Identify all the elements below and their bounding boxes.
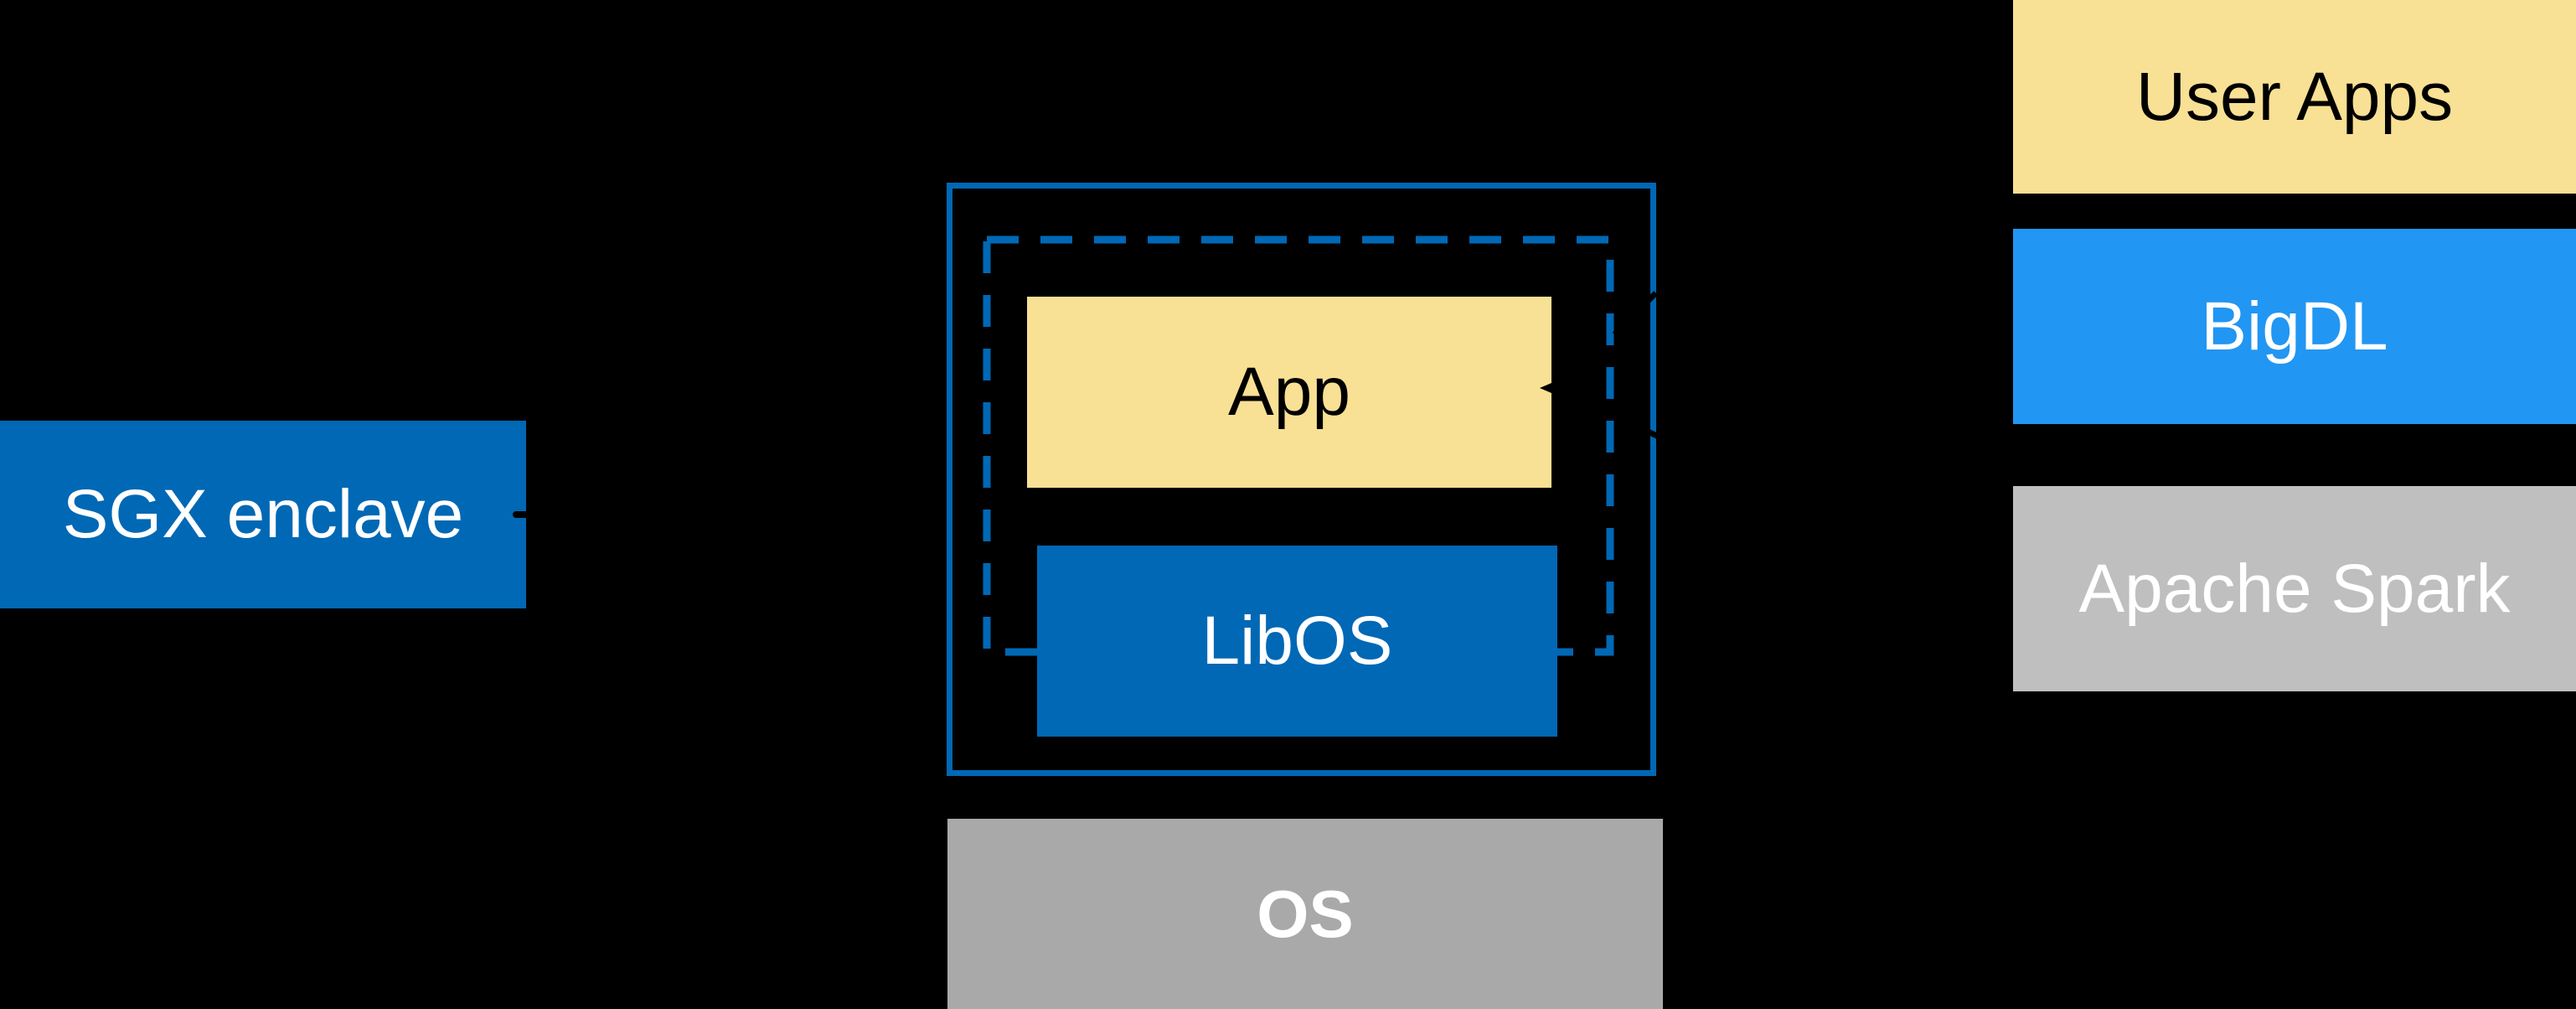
libos-box: LibOS [1037, 546, 1557, 737]
arrowhead-icon [1540, 373, 1575, 403]
app-box: App [1027, 297, 1551, 488]
user-apps-label: User Apps [2135, 58, 2454, 135]
libos-label: LibOS [1201, 603, 1393, 679]
enclave-outer-box [947, 183, 1656, 776]
user-apps-to-app-arrow-line [1571, 114, 2013, 381]
sgx-enclave-label-box: SGX enclave [0, 421, 526, 608]
bigdl-box: BigDL [2013, 229, 2576, 424]
os-label: OS [1257, 876, 1354, 951]
apache-spark-box: Apache Spark [2013, 486, 2576, 691]
os-box: OS [947, 819, 1663, 1009]
bigdl-label: BigDL [2201, 287, 2388, 365]
app-label: App [1228, 354, 1350, 430]
sgx-enclave-label: SGX enclave [62, 476, 464, 552]
apache-spark-to-app-arrow-line [1573, 392, 2013, 552]
user-apps-box: User Apps [2013, 0, 2576, 194]
apache-spark-label: Apache Spark [2078, 550, 2511, 627]
